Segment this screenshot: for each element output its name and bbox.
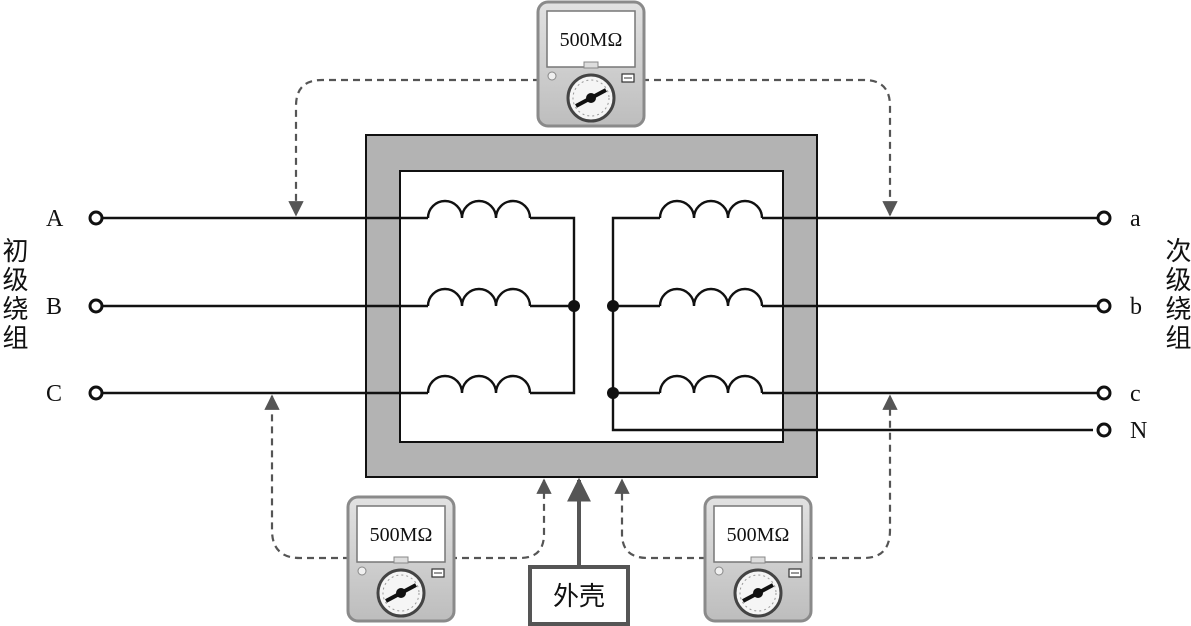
- secondary-coil-c: [658, 374, 764, 394]
- label-A: A: [46, 206, 64, 232]
- secondary-terminals: [1096, 210, 1112, 438]
- terminal-C: [88, 385, 104, 401]
- primary-coil-b: [426, 287, 532, 307]
- megohmmeter-top: 500MΩ: [536, 0, 646, 128]
- megohmmeter-bottom-left: 500MΩ: [346, 495, 456, 623]
- secondary-lines: [762, 216, 1098, 395]
- terminal-N: [1096, 422, 1112, 438]
- label-a: a: [1130, 206, 1141, 232]
- terminal-c: [1096, 385, 1112, 401]
- secondary-winding-label: 次级绕组: [1161, 237, 1191, 353]
- label-N: N: [1130, 418, 1147, 444]
- shell-label-box: [528, 565, 630, 626]
- primary-terminals: [88, 210, 104, 401]
- primary-winding-label: 初级绕组: [0, 237, 28, 353]
- label-b: b: [1130, 294, 1142, 320]
- terminal-b: [1096, 298, 1112, 314]
- core-window: [399, 170, 784, 443]
- primary-star-node: [568, 300, 580, 312]
- meter-bottom-right-label: 500MΩ: [727, 524, 790, 546]
- shell-label: 外壳: [553, 582, 605, 612]
- secondary-coil-a: [658, 199, 764, 219]
- label-c: c: [1130, 381, 1141, 407]
- secondary-windings: [611, 199, 1093, 432]
- terminal-A: [88, 210, 104, 226]
- primary-coil-c: [426, 374, 532, 394]
- meter-top-label: 500MΩ: [560, 29, 623, 51]
- label-B: B: [46, 294, 62, 320]
- secondary-star-node-b: [607, 300, 619, 312]
- secondary-coil-b: [658, 287, 764, 307]
- primary-coil-a: [426, 199, 532, 219]
- test-leads: [264, 78, 898, 560]
- terminal-B: [88, 298, 104, 314]
- primary-lines: [102, 216, 428, 395]
- meter-bottom-left-label: 500MΩ: [370, 524, 433, 546]
- label-C: C: [46, 381, 62, 407]
- secondary-star-node-c: [607, 387, 619, 399]
- terminal-a: [1096, 210, 1112, 226]
- megohmmeter-bottom-right: 500MΩ: [703, 495, 813, 623]
